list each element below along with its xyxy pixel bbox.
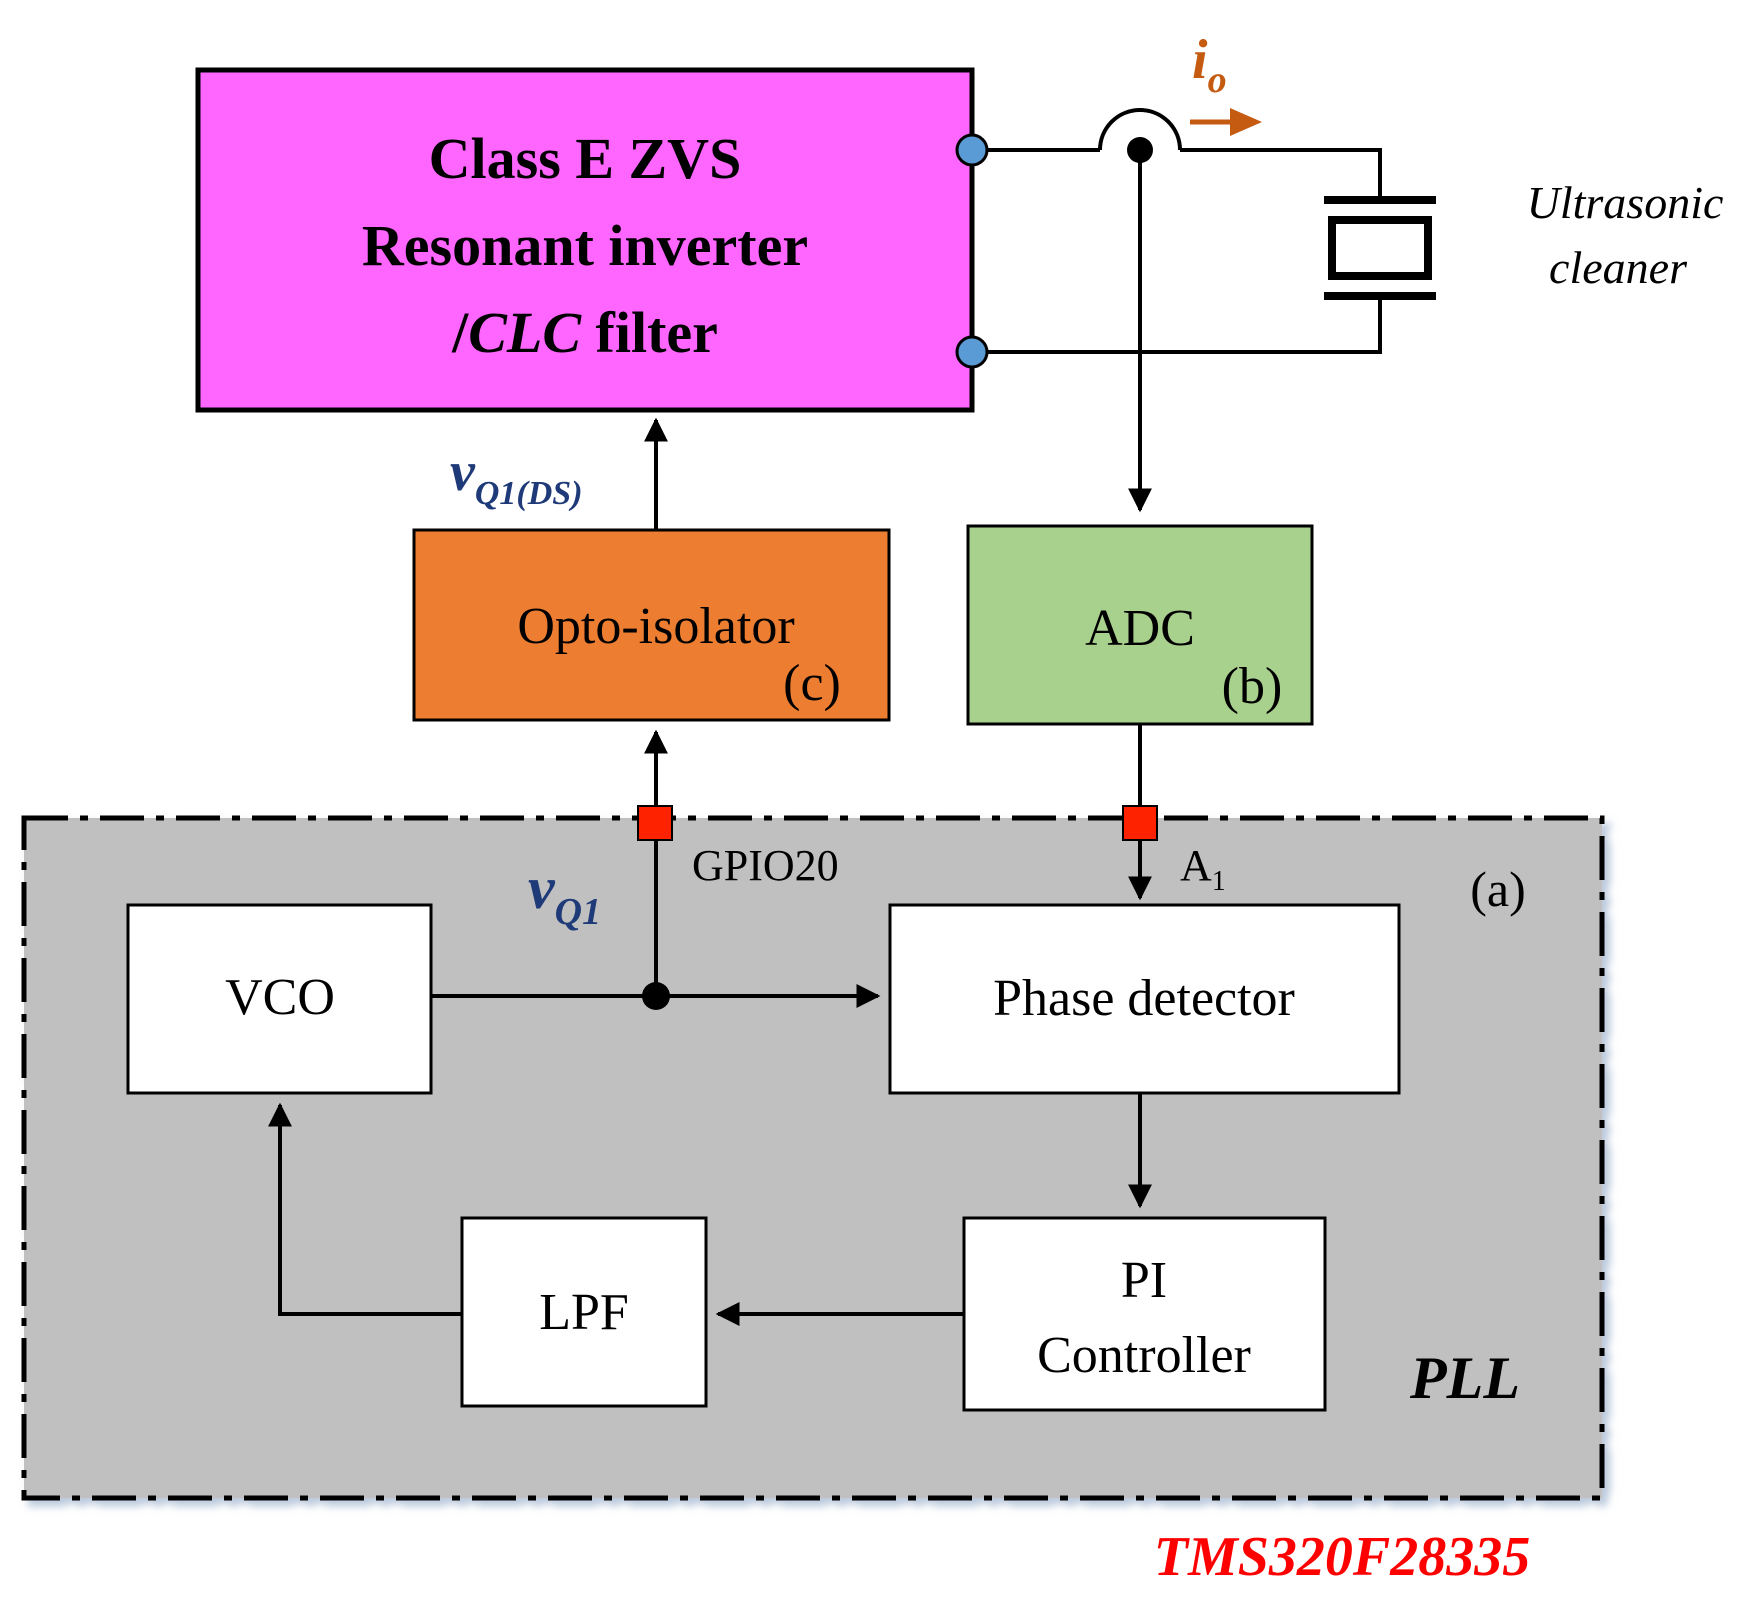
- adc-tag: (b): [1222, 658, 1283, 715]
- phase-detector-label: Phase detector: [993, 970, 1295, 1027]
- pi-controller-label-line2: Controller: [1037, 1327, 1251, 1384]
- pi-controller-label-line1: PI: [1121, 1252, 1167, 1309]
- phase-detector-block: [888, 903, 1401, 1095]
- output-wire-bottom: [972, 298, 1382, 354]
- opto-isolator-tag: (c): [783, 655, 841, 712]
- transducer-crystal: [1328, 216, 1432, 280]
- vq1-label: vQ1: [528, 855, 601, 933]
- load-label-line2: cleaner: [1549, 242, 1688, 293]
- gpio20-label: GPIO20: [692, 841, 839, 890]
- lpf-block: [460, 1216, 708, 1408]
- current-sensor-hop: [1098, 108, 1182, 151]
- inverter-block: [195, 67, 975, 413]
- current-io-label: io: [1192, 29, 1227, 101]
- inverter-title-line1: Class E ZVS: [429, 126, 742, 191]
- inverter-title-line2: Resonant inverter: [362, 213, 808, 278]
- vq1ds-label: vQ1(DS): [450, 441, 583, 512]
- lpf-label: LPF: [539, 1284, 629, 1341]
- adc-block: [966, 524, 1314, 726]
- inverter-title-line3: /CLC filter: [451, 300, 718, 365]
- vco-label: VCO: [225, 969, 335, 1026]
- output-wire-top-right: [1180, 148, 1382, 200]
- dsp-region-tag: (a): [1470, 861, 1526, 917]
- pll-label: PLL: [1409, 1345, 1520, 1411]
- adc-label: ADC: [1085, 600, 1195, 657]
- current-sense-node: [1127, 137, 1153, 163]
- lpf-to-vco-wire: [268, 1102, 462, 1316]
- a1-label: A1: [1180, 841, 1226, 897]
- output-terminal-bottom: [955, 335, 989, 369]
- output-terminal-top: [955, 133, 989, 167]
- opto-isolator-block: [412, 528, 891, 722]
- vq1-junction-node: [642, 982, 670, 1010]
- current-direction-arrowhead: [1230, 108, 1262, 136]
- opto-isolator-label: Opto-isolator: [517, 598, 794, 655]
- a1-pin: [1122, 805, 1158, 841]
- load-label-line1: Ultrasonic: [1527, 177, 1724, 228]
- dsp-chip-label: TMS320F28335: [1154, 1526, 1531, 1588]
- vco-block: [126, 903, 433, 1095]
- gpio20-pin: [637, 805, 673, 841]
